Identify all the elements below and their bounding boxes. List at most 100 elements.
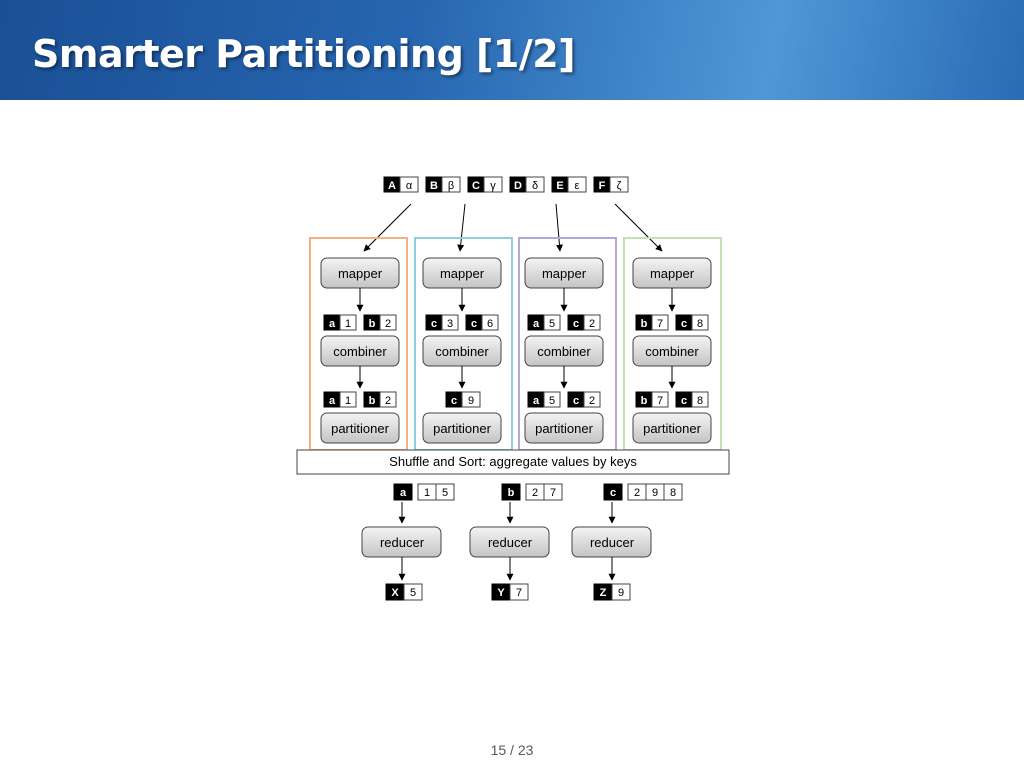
- input-pairs: A α B β C γ D δ E ε F ζ: [383, 176, 629, 193]
- svg-text:7: 7: [657, 318, 663, 330]
- value-cell: 7: [651, 314, 669, 331]
- svg-text:mapper: mapper: [338, 266, 383, 281]
- svg-text:c: c: [573, 395, 579, 407]
- key-cell: a: [527, 391, 545, 408]
- key-cell: c: [445, 391, 463, 408]
- value-cell: 8: [691, 391, 709, 408]
- mapper-output-pairs: a 5 c 2: [527, 314, 601, 331]
- svg-text:9: 9: [468, 395, 474, 407]
- svg-text:β: β: [448, 180, 454, 192]
- svg-text:mapper: mapper: [542, 266, 587, 281]
- value-cell: 2: [379, 391, 397, 408]
- key-cell: c: [567, 391, 585, 408]
- input-pair-b: B β: [425, 176, 461, 193]
- shuffle-sort-label: Shuffle and Sort: aggregate values by ke…: [389, 454, 637, 469]
- svg-text:Y: Y: [497, 587, 505, 599]
- svg-text:7: 7: [550, 487, 556, 499]
- svg-text:mapper: mapper: [650, 266, 695, 281]
- mapper-output-pairs: b 7 c 8: [635, 314, 709, 331]
- value-cell: 2: [583, 314, 601, 331]
- mapper-node: mapper: [422, 257, 502, 289]
- value-cell: 1: [339, 391, 357, 408]
- input-pair-f: F ζ: [593, 176, 629, 193]
- combiner-output-pairs: a 5 c 2: [527, 391, 601, 408]
- mapper-group-1: mapper a 1 b 2 combiner a 1 b 2 partitio…: [309, 237, 408, 451]
- input-arrows: [363, 203, 663, 252]
- svg-text:2: 2: [589, 395, 595, 407]
- svg-text:X: X: [391, 587, 399, 599]
- svg-text:6: 6: [487, 318, 493, 330]
- input-value-cell: β: [441, 176, 461, 193]
- svg-text:c: c: [610, 487, 616, 499]
- svg-text:c: c: [573, 318, 579, 330]
- value-cell: 3: [441, 314, 459, 331]
- svg-text:b: b: [369, 395, 376, 407]
- svg-text:c: c: [681, 318, 687, 330]
- svg-text:reducer: reducer: [488, 535, 533, 550]
- value-cell: 5: [543, 391, 561, 408]
- mapper-output-pairs: c 3 c 6: [425, 314, 499, 331]
- key-cell: c: [675, 391, 693, 408]
- output-key-cell: X: [385, 583, 405, 601]
- mapper-node: mapper: [320, 257, 400, 289]
- input-key-cell: D: [509, 176, 527, 193]
- svg-text:c: c: [431, 318, 437, 330]
- key-cell: a: [323, 391, 341, 408]
- partitioner-node: partitioner: [524, 412, 604, 444]
- svg-text:2: 2: [385, 318, 391, 330]
- svg-text:1: 1: [345, 395, 351, 407]
- key-cell: b: [363, 391, 381, 408]
- svg-text:8: 8: [697, 395, 703, 407]
- slide-number: 15 / 23: [490, 742, 534, 758]
- svg-text:B: B: [430, 180, 438, 192]
- key-cell: b: [501, 483, 521, 501]
- reducer-node: reducer: [469, 526, 550, 558]
- input-key-cell: E: [551, 176, 569, 193]
- reducer-node: reducer: [361, 526, 442, 558]
- value-cell: 9: [461, 391, 481, 408]
- input-pair-a: A α: [383, 176, 419, 193]
- svg-text:5: 5: [549, 318, 555, 330]
- reducer-group-c: c 2 9 8 reducer Z 9: [571, 483, 683, 601]
- value-cell: 6: [481, 314, 499, 331]
- value-cell: 5: [435, 483, 455, 501]
- mapper-group-4: mapper b 7 c 8 combiner b 7 c 8 partitio…: [623, 237, 722, 451]
- input-key-cell: C: [467, 176, 485, 193]
- svg-text:ζ: ζ: [617, 180, 622, 192]
- key-cell: b: [635, 391, 653, 408]
- mapper-group-2: mapper c 3 c 6 combiner c 9 partitioner: [414, 237, 513, 451]
- svg-text:2: 2: [532, 487, 538, 499]
- svg-text:combiner: combiner: [645, 344, 699, 359]
- output-value-cell: 9: [611, 583, 631, 601]
- value-cell: 2: [525, 483, 545, 501]
- value-cell: 1: [417, 483, 437, 501]
- output-key-cell: Y: [491, 583, 511, 601]
- input-key-cell: F: [593, 176, 611, 193]
- input-value-cell: α: [399, 176, 419, 193]
- mapper-group-3: mapper a 5 c 2 combiner a 5 c 2 partitio…: [518, 237, 617, 451]
- svg-text:5: 5: [442, 487, 448, 499]
- svg-text:5: 5: [410, 587, 416, 599]
- svg-text:c: c: [451, 395, 457, 407]
- svg-text:7: 7: [516, 587, 522, 599]
- combiner-node: combiner: [524, 335, 604, 367]
- svg-text:partitioner: partitioner: [643, 421, 701, 436]
- svg-text:ε: ε: [575, 180, 580, 192]
- key-cell: c: [675, 314, 693, 331]
- svg-text:5: 5: [549, 395, 555, 407]
- svg-text:2: 2: [634, 487, 640, 499]
- svg-text:E: E: [556, 180, 563, 192]
- value-cell: 1: [339, 314, 357, 331]
- value-cell: 8: [663, 483, 683, 501]
- value-cell: 2: [627, 483, 647, 501]
- reducer-node: reducer: [571, 526, 652, 558]
- reducer-group-a: a 1 5 reducer X 5: [361, 483, 455, 601]
- key-cell: a: [527, 314, 545, 331]
- output-value-cell: 5: [403, 583, 423, 601]
- input-value-cell: δ: [525, 176, 545, 193]
- svg-text:9: 9: [652, 487, 658, 499]
- key-cell: c: [465, 314, 483, 331]
- svg-text:2: 2: [589, 318, 595, 330]
- value-cell: 2: [583, 391, 601, 408]
